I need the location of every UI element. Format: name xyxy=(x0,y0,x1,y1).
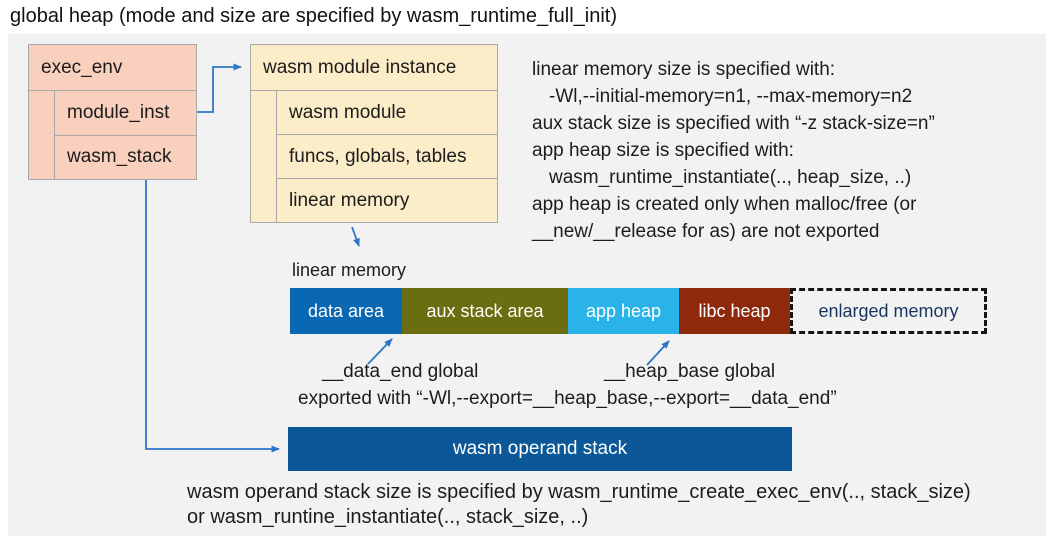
note-line: -Wl,--initial-memory=n1, --max-memory=n2 xyxy=(549,86,913,107)
exec-env-strip xyxy=(29,91,55,179)
linker-notes: linear memory size is specified with: -W… xyxy=(532,56,935,245)
linear-memory-bar: data area aux stack area app heap libc h… xyxy=(290,288,987,334)
note-line: aux stack size is specified with “-z sta… xyxy=(532,113,935,134)
note-line: linear memory size is specified with: xyxy=(532,59,836,80)
exec-env-row-module-inst: module_inst xyxy=(67,101,170,123)
instance-row-funcs-globals-tables: funcs, globals, tables xyxy=(277,134,497,178)
segment-libc-heap: libc heap xyxy=(679,288,790,334)
wasm-module-instance-strip xyxy=(251,91,277,222)
wasm-operand-stack-bar: wasm operand stack xyxy=(288,427,792,471)
instance-row-wasm-module: wasm module xyxy=(289,101,407,123)
linear-memory-label: linear memory xyxy=(292,260,407,280)
operand-stack-note-line1: wasm operand stack size is specified by … xyxy=(187,481,971,503)
note-line: app heap size is specified with: xyxy=(532,140,794,161)
segment-label: aux stack area xyxy=(426,300,544,321)
exec-env-box: exec_env module_inst wasm_stack xyxy=(28,44,197,180)
note-line: __new/__release for as) are not exported xyxy=(532,221,880,242)
data-end-global-label: __data_end global xyxy=(322,361,479,382)
wasm-module-instance-header: wasm module instance xyxy=(251,45,497,91)
segment-label: enlarged memory xyxy=(818,300,959,321)
exported-with-label: exported with “-Wl,--export=__heap_base,… xyxy=(298,388,837,409)
wasm-operand-stack-label: wasm operand stack xyxy=(452,438,628,459)
instance-row-linear-memory: linear memory xyxy=(277,178,497,222)
segment-enlarged-memory: enlarged memory xyxy=(790,288,987,334)
segment-data-area: data area xyxy=(290,288,402,334)
note-line: app heap is created only when malloc/fre… xyxy=(532,194,917,215)
connector-linear-memory-arrow xyxy=(351,226,360,247)
exec-env-row-wasm-stack: wasm_stack xyxy=(55,134,196,180)
exec-env-header: exec_env xyxy=(29,45,196,91)
diagram-canvas: exec_env module_inst wasm_stack wasm mod… xyxy=(8,34,1046,536)
operand-stack-note-line2: or wasm_runtine_instantiate(.., stack_si… xyxy=(187,506,589,528)
segment-app-heap: app heap xyxy=(568,288,679,334)
wasm-module-instance-box: wasm module instance wasm module funcs, … xyxy=(250,44,498,223)
segment-label: data area xyxy=(307,300,385,321)
segment-label: app heap xyxy=(585,300,662,321)
page-title: global heap (mode and size are specified… xyxy=(10,5,617,27)
segment-label: libc heap xyxy=(698,300,771,321)
note-line: wasm_runtime_instantiate(.., heap_size, … xyxy=(549,167,912,188)
segment-aux-stack-area: aux stack area xyxy=(402,288,568,334)
heap-base-global-label: __heap_base global xyxy=(604,361,776,382)
operand-stack-note: wasm operand stack size is specified by … xyxy=(187,480,971,530)
